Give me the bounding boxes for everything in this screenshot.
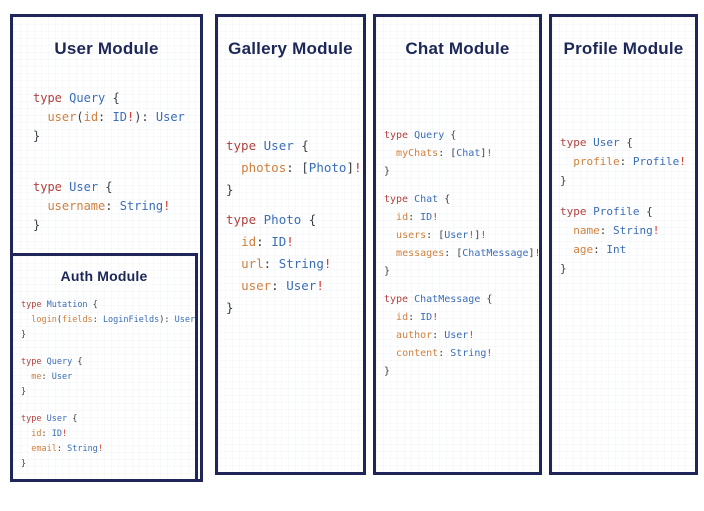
profile-module-card: Profile Module type User { profile: Prof… xyxy=(549,14,698,475)
profile-module-title: Profile Module xyxy=(563,39,684,58)
user-module-title: User Module xyxy=(54,39,159,58)
auth-module-title: Auth Module xyxy=(60,268,148,284)
user-module-code: type Query { user(id: ID!): User}type Us… xyxy=(33,91,185,232)
user-module-card: User Module type Query { user(id: ID!): … xyxy=(10,14,203,482)
gallery-module-code: type User { photos: [Photo]!}type Photo … xyxy=(226,138,362,315)
gallery-module-title: Gallery Module xyxy=(228,39,353,58)
auth-module-card: Auth Module type Mutation { login(fields… xyxy=(10,253,198,482)
gallery-module-card: Gallery Module type User { photos: [Phot… xyxy=(215,14,366,475)
chat-module-card: Chat Module type Query { myChats: [Chat]… xyxy=(373,14,542,475)
profile-module-code: type User { profile: Profile!}type Profi… xyxy=(560,136,686,275)
chat-module-code: type Query { myChats: [Chat]!}type Chat … xyxy=(384,130,541,377)
chat-module-title: Chat Module xyxy=(405,39,510,58)
auth-module-code: type Mutation { login(fields: LoginField… xyxy=(21,300,196,469)
